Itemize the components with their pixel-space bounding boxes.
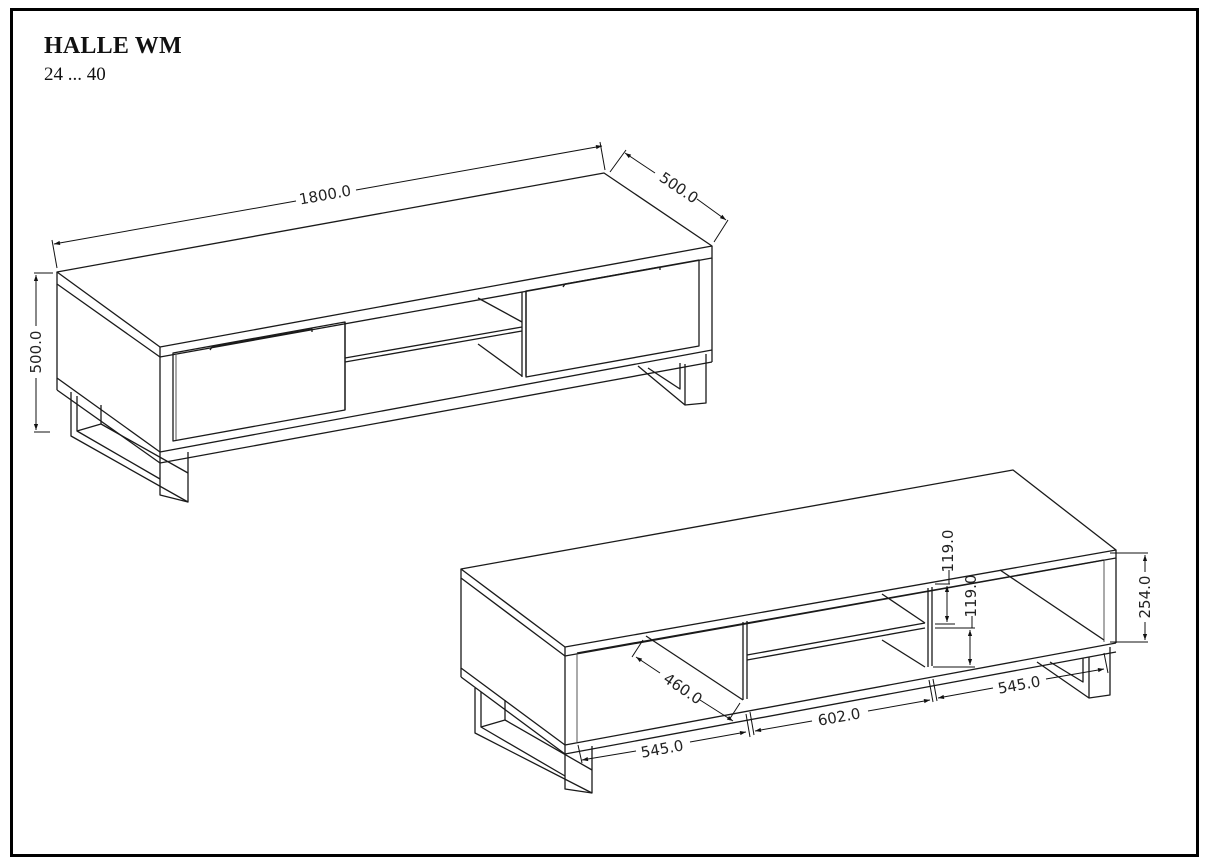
dimension-open-height-label: 254.0 <box>1136 576 1154 619</box>
dimension-width: 1800.0 <box>51 141 606 269</box>
dimension-shelf-upper: 119.0 <box>935 530 957 625</box>
dimension-depth: 500.0 <box>609 149 729 243</box>
dimension-left-compartment-label: 545.0 <box>639 736 684 761</box>
dimension-shelf-upper-label: 119.0 <box>939 530 957 573</box>
dimension-width-label: 1800.0 <box>298 182 353 209</box>
dimension-height-label: 500.0 <box>27 331 45 374</box>
tv-stand-back-view: 460.0 545.0 602.0 545.0 <box>460 469 1154 794</box>
dimension-shelf-lower: 119.0 <box>933 575 980 668</box>
dimension-height: 500.0 <box>27 272 53 433</box>
product-code-range: 24 ... 40 <box>44 64 106 85</box>
dimension-depth-label: 500.0 <box>656 168 702 207</box>
tv-stand-front-view: 1800.0 500.0 500.0 <box>27 141 729 503</box>
dimension-middle-compartment-label: 602.0 <box>816 704 861 729</box>
dimension-inner-depth: 460.0 <box>631 639 741 722</box>
dimension-inner-depth-label: 460.0 <box>660 669 706 708</box>
product-title: HALLE WM <box>44 33 182 59</box>
dimension-right-compartment-label: 545.0 <box>996 672 1041 697</box>
dimension-shelf-lower-label: 119.0 <box>962 575 980 618</box>
dimension-open-height: 254.0 <box>1110 552 1154 643</box>
drawing-frame <box>10 8 1199 857</box>
